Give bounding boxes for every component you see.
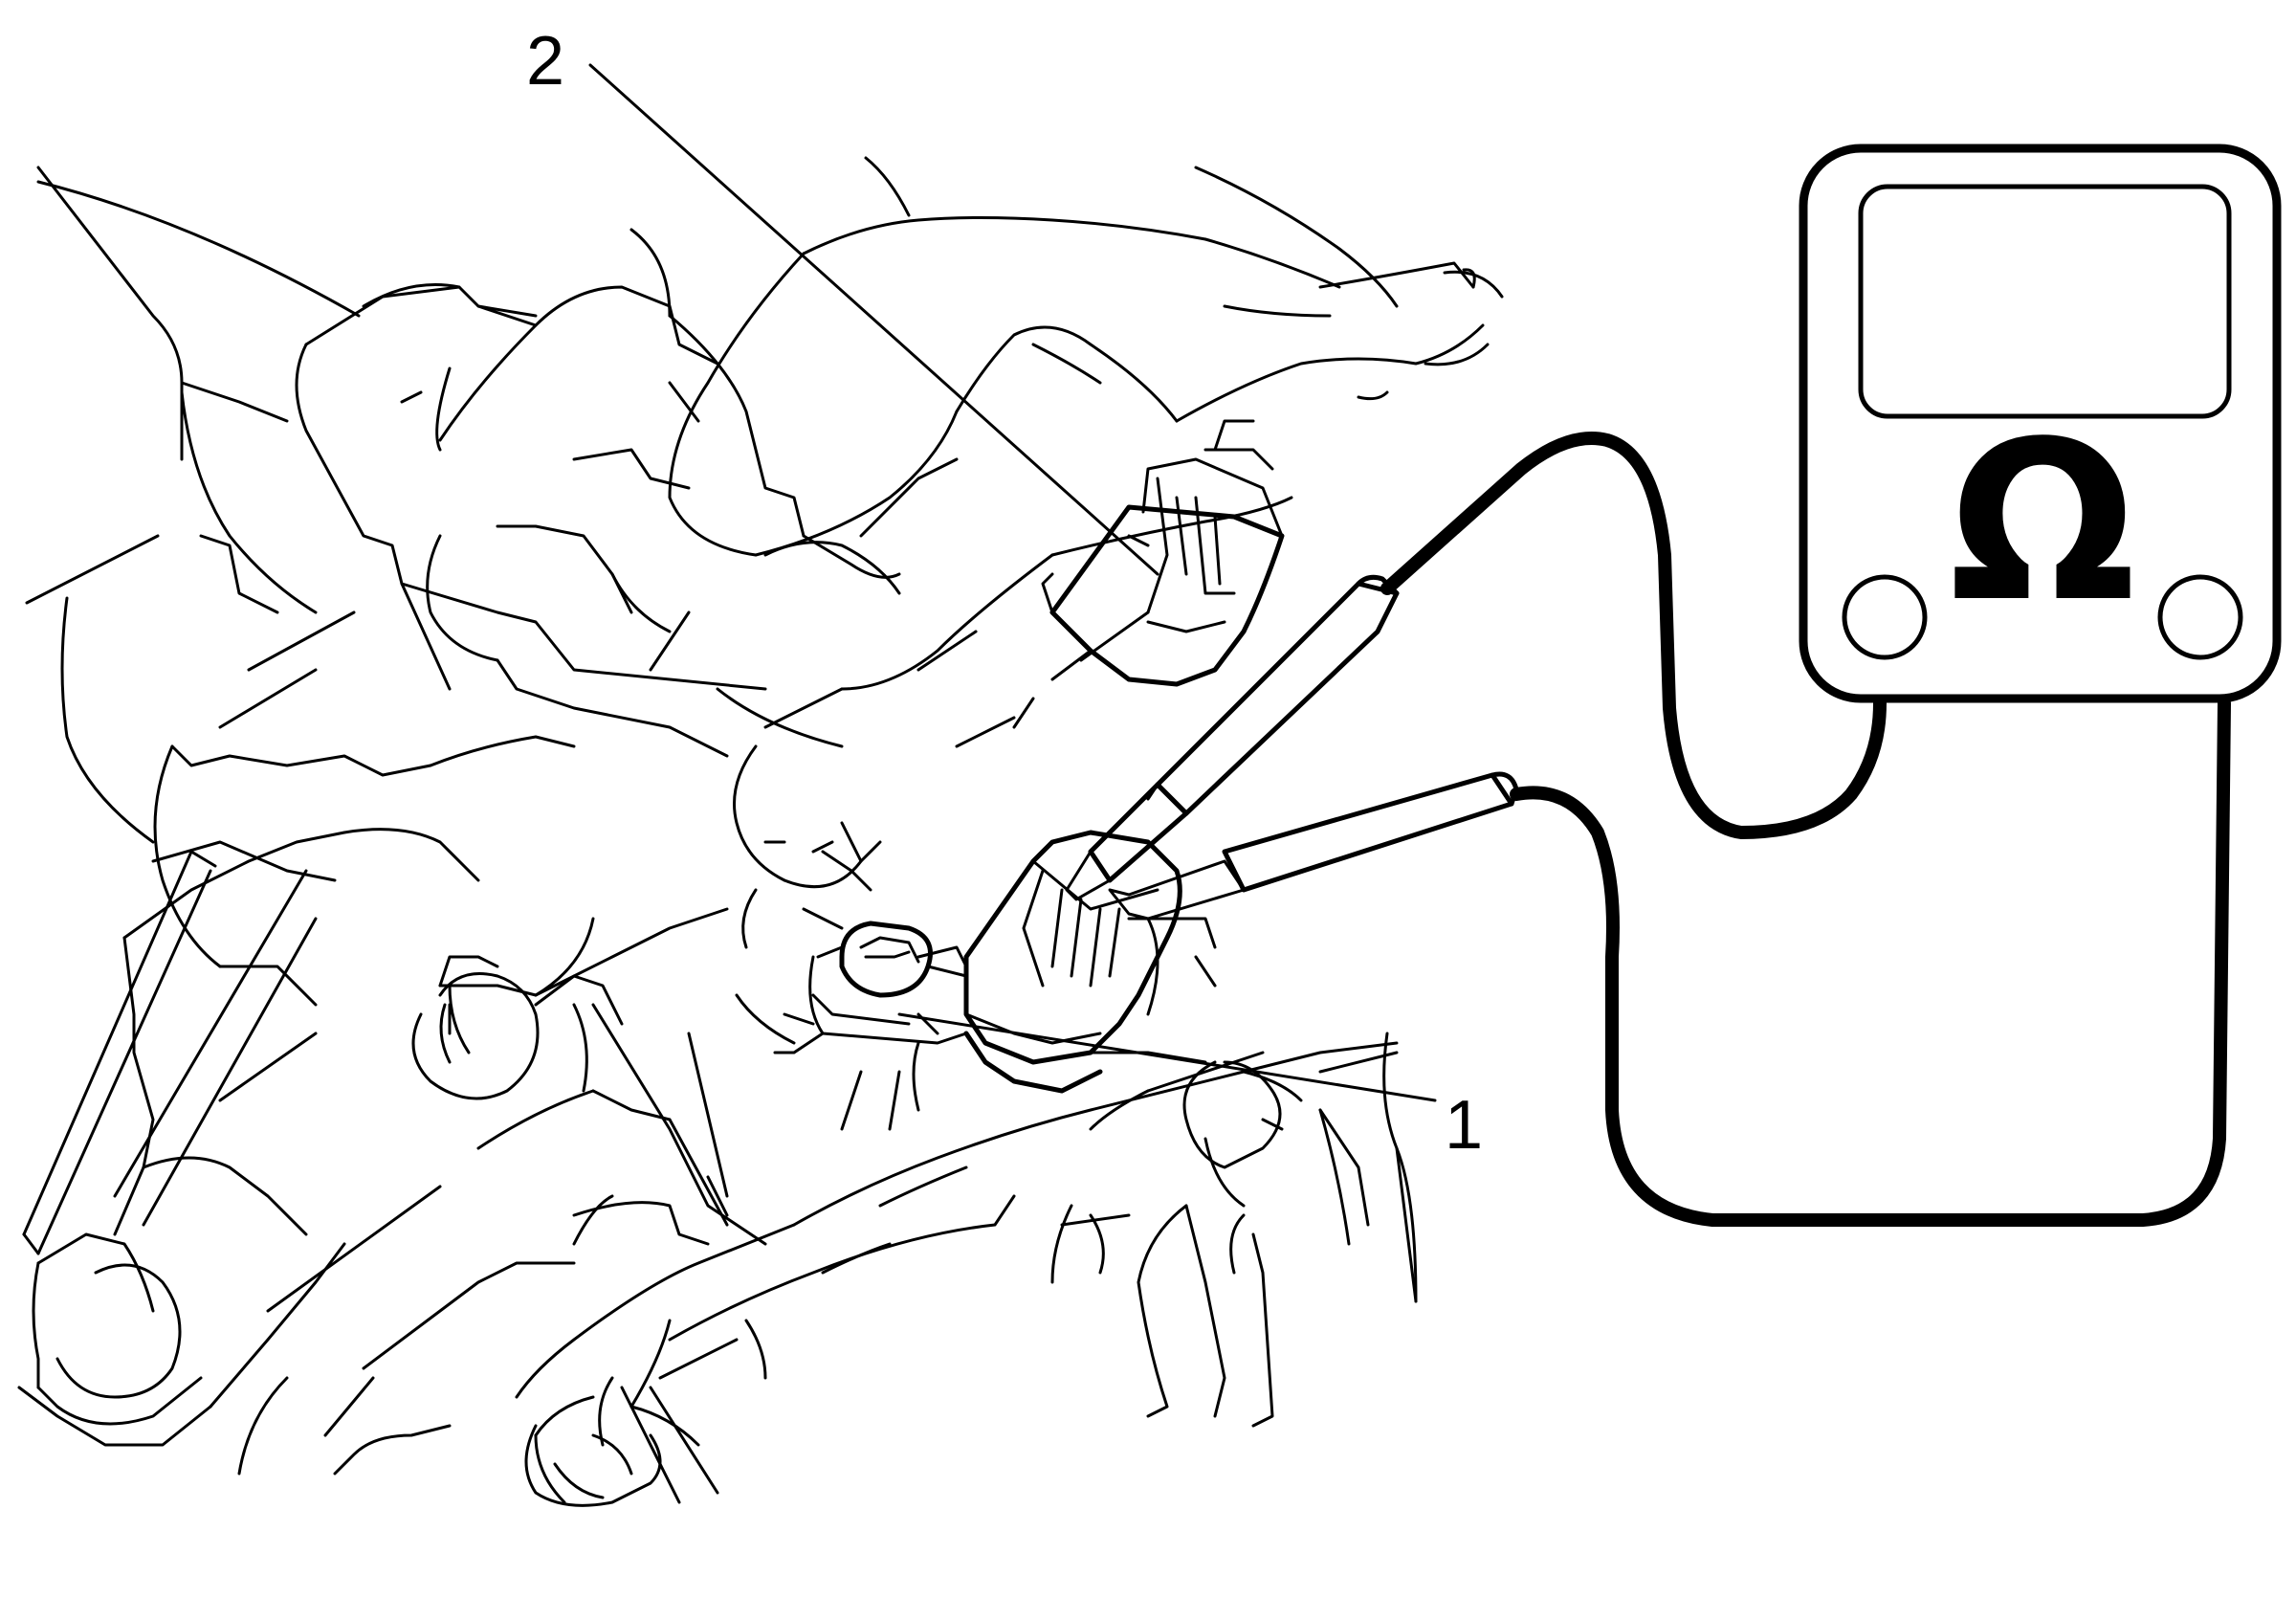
leader-line-2 — [588, 63, 1159, 576]
ohmmeter: Ω — [1799, 144, 2282, 703]
ohmmeter-terminal-left — [1842, 574, 1928, 660]
sensor-1 — [735, 830, 1217, 1131]
leader-line-1 — [897, 1012, 1437, 1102]
ohm-icon: Ω — [1949, 395, 2136, 651]
lead-lower — [1510, 697, 2231, 1227]
callout-leaders — [588, 63, 1437, 1102]
probe-upper — [1065, 574, 1400, 901]
connector-2 — [1041, 419, 1285, 687]
lead-upper — [1380, 432, 1887, 839]
meter-leads — [1380, 432, 2231, 1227]
ohmmeter-body — [1799, 144, 2282, 703]
engine-linework — [17, 156, 1504, 1507]
callout-label-2: 2 — [526, 23, 564, 100]
callout-label-1: 1 — [1445, 1087, 1483, 1164]
ohmmeter-terminal-right — [2157, 574, 2243, 660]
probe-lower — [1108, 771, 1519, 921]
ohmmeter-display — [1858, 184, 2232, 419]
